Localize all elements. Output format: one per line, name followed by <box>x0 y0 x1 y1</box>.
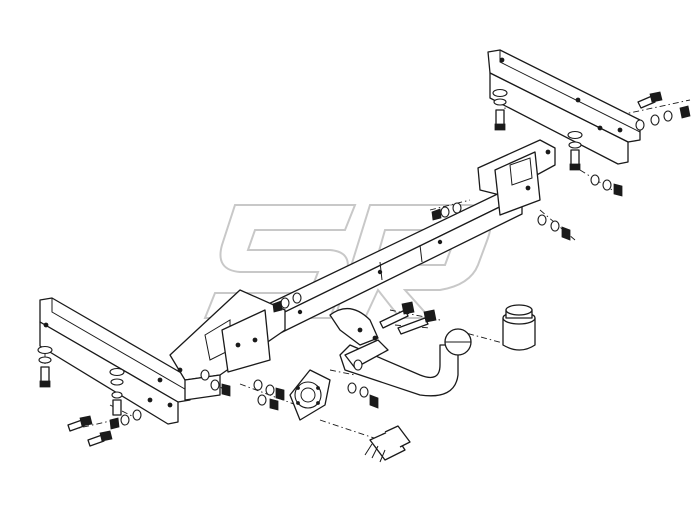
fastener-set <box>67 409 142 447</box>
fastener-set <box>109 367 125 416</box>
left-mounting-bracket <box>39 297 191 425</box>
fastener-set <box>272 292 302 313</box>
electrical-connector <box>364 425 411 463</box>
fastener-set <box>635 91 691 131</box>
fastener-set <box>379 301 437 335</box>
ball-cover-cap <box>502 304 536 351</box>
socket-plate <box>289 369 331 421</box>
right-mounting-bracket <box>487 49 641 165</box>
fastener-set <box>431 202 462 221</box>
fastener-set <box>253 379 285 411</box>
bolt-washer-nut-sets <box>37 88 691 447</box>
fastener-set <box>567 130 583 171</box>
fastener-set <box>590 174 623 197</box>
fastener-set <box>537 214 571 241</box>
right-side-plate <box>477 139 556 216</box>
fastener-set <box>492 88 508 131</box>
fastener-set <box>347 359 379 409</box>
tow-ball-neck <box>329 308 472 397</box>
fastener-set <box>200 369 231 397</box>
fastener-set <box>37 345 53 388</box>
left-side-plate <box>169 289 286 401</box>
